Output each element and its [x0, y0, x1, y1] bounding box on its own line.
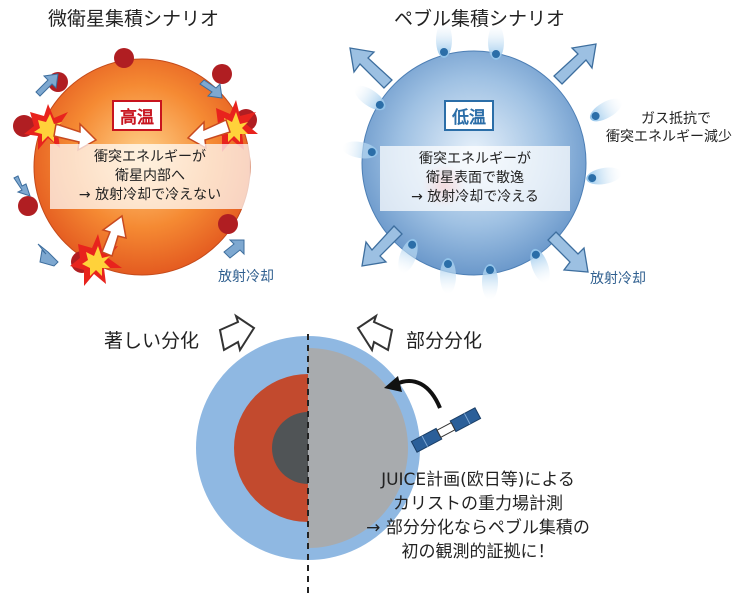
left-box-line: 衛星内部へ — [115, 168, 185, 184]
juice-line: JUICE計画(欧日等)による — [381, 470, 575, 490]
right-box-line: → 放射冷却で冷える — [411, 189, 539, 205]
differentiation-arrow — [356, 313, 394, 353]
hot-temp-tag: 高温 — [112, 100, 162, 131]
left-cooling-label: 放射冷却 — [218, 269, 274, 285]
left-box-line: → 放射冷却で冷えない — [78, 187, 222, 203]
left-explanation-box: 衝突エネルギーが 衛星内部へ → 放射冷却で冷えない — [50, 144, 250, 209]
explosion-icon — [70, 234, 122, 286]
right-cooling-label: 放射冷却 — [590, 271, 646, 287]
orbit-arrow — [395, 379, 442, 409]
explosion-icon — [24, 104, 72, 150]
explosion-icon — [208, 100, 258, 152]
right-box-line: 衛星表面で散逸 — [426, 170, 524, 186]
impact-arrow — [101, 214, 127, 258]
gas-drag-line: 衝突エネルギー減少 — [606, 129, 732, 145]
pebble-group — [342, 22, 623, 300]
strong-differentiation-label: 著しい分化 — [104, 330, 200, 352]
right-explanation-box: 衝突エネルギーが 衛星表面で散逸 → 放射冷却で冷える — [380, 146, 570, 211]
right-box-line: 衝突エネルギーが — [419, 151, 531, 167]
orbit-arrow-head — [384, 376, 402, 392]
juice-line: カリストの重力場計測 — [393, 494, 563, 514]
juice-line: → 部分分化ならペブル集積の — [366, 518, 590, 538]
gas-drag-note: ガス抵抗で 衝突エネルギー減少 — [606, 110, 732, 146]
partial-differentiation-label: 部分分化 — [406, 330, 483, 352]
gas-drag-line: ガス抵抗で — [641, 111, 711, 127]
spacecraft-icon — [410, 407, 482, 453]
impactor-group — [13, 48, 257, 273]
left-box-line: 衝突エネルギーが — [94, 149, 206, 165]
cooling-arrow — [13, 73, 245, 267]
juice-line: 初の観測的証拠に！ — [401, 542, 555, 562]
cooling-arrow — [349, 43, 597, 273]
differentiation-arrow — [218, 313, 256, 353]
impact-arrow — [186, 118, 231, 150]
cold-temp-tag: 低温 — [444, 100, 494, 131]
left-scenario-title: 微衛星集積シナリオ — [48, 8, 220, 30]
right-scenario-title: ペブル集積シナリオ — [394, 8, 566, 30]
juice-mission-text: JUICE計画(欧日等)による カリストの重力場計測 → 部分分化ならペブル集積… — [328, 468, 628, 564]
